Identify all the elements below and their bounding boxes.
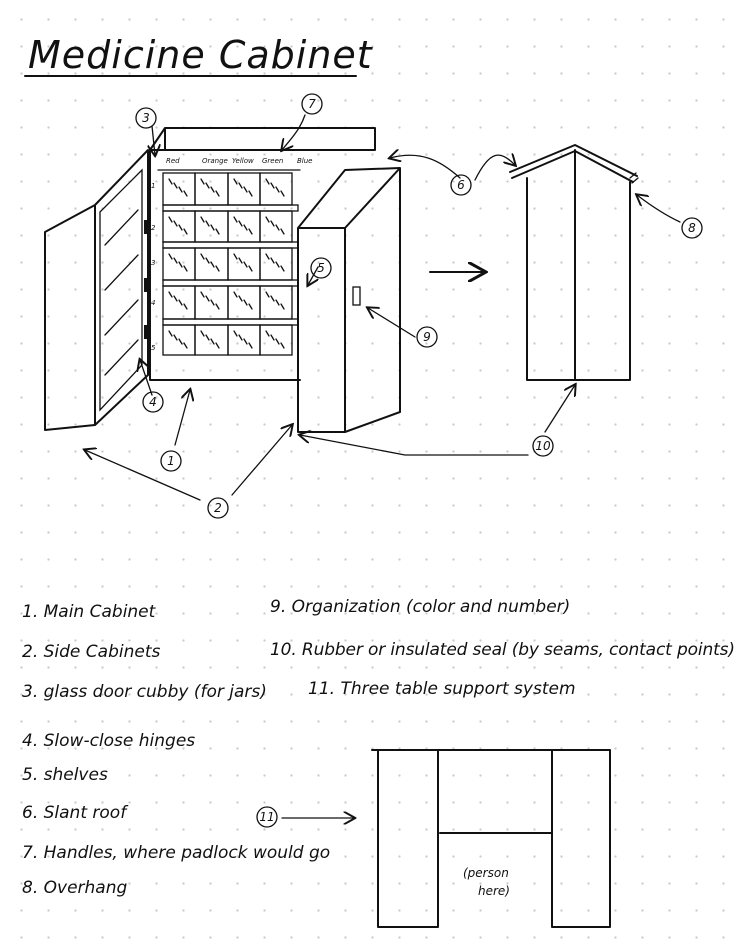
svg-text:8: 8 [688, 221, 696, 235]
svg-text:3: 3 [142, 111, 150, 125]
left-side-cabinet [44, 149, 151, 431]
color-label-yellow: Yellow [232, 157, 254, 165]
row-number: 2 [151, 224, 156, 232]
hinge [144, 325, 151, 339]
color-label-red: Red [166, 157, 180, 165]
glass-cubby [194, 285, 229, 320]
row-number: 3 [151, 259, 155, 267]
page-title: Medicine Cabinet [28, 33, 374, 77]
row-number: 4 [151, 299, 155, 307]
legend-item: 9. Organization (color and number) [270, 597, 570, 617]
legend: 1. Main Cabinet 2. Side Cabinets 3. glas… [22, 597, 735, 898]
callout-4: 4 [142, 391, 164, 413]
glass-cubby [259, 172, 293, 206]
shelf [162, 279, 299, 287]
hinge [144, 220, 151, 234]
callout-8: 8 [681, 217, 703, 239]
glass-cubby [162, 172, 196, 206]
callout-7: 7 [301, 93, 323, 115]
glass-cubby [227, 210, 261, 243]
right-side-cabinet [297, 167, 401, 433]
svg-text:6: 6 [457, 178, 465, 192]
svg-text:11: 11 [259, 810, 274, 824]
glass-cubby [259, 210, 293, 243]
callout-2: 2 [207, 497, 229, 519]
row-numbers: 1 2 3 4 5 [151, 182, 156, 352]
legend-item: 6. Slant roof [22, 803, 129, 823]
legend-item: 2. Side Cabinets [22, 642, 160, 662]
callout-9: 9 [416, 326, 438, 348]
svg-text:4: 4 [149, 395, 157, 409]
legend-item: 10. Rubber or insulated seal (by seams, … [270, 640, 735, 660]
glass-cubby [227, 247, 261, 281]
shelf [162, 241, 299, 249]
glass-cubby [227, 172, 261, 206]
svg-text:2: 2 [214, 501, 222, 515]
color-label-orange: Orange [202, 157, 228, 165]
glass-cubby [162, 247, 196, 281]
main-cabinet [149, 127, 376, 381]
legend-item: 1. Main Cabinet [22, 602, 157, 622]
svg-text:7: 7 [308, 97, 316, 111]
svg-text:9: 9 [423, 330, 431, 344]
row-number: 1 [151, 182, 155, 190]
legend-item: 5. shelves [22, 765, 108, 785]
shelf [162, 318, 299, 326]
callout-10: 10 [532, 435, 554, 457]
legend-item: 7. Handles, where padlock would go [22, 843, 330, 863]
row-number: 5 [151, 344, 156, 352]
shelf [162, 204, 299, 212]
glass-cubby [162, 285, 196, 320]
side-view-cabinet [509, 144, 639, 381]
svg-text:1: 1 [167, 454, 175, 468]
color-label-green: Green [262, 157, 283, 165]
glass-cubby [259, 247, 293, 281]
callout-5: 5 [310, 257, 332, 279]
legend-item: 8. Overhang [22, 878, 127, 898]
legend-item: 4. Slow-close hinges [22, 731, 195, 751]
glass-cubby [162, 210, 196, 243]
shelves [162, 172, 299, 356]
svg-text:10: 10 [535, 439, 551, 453]
callout-1: 1 [160, 450, 182, 472]
callout-11: 11 [256, 806, 278, 828]
glass-cubby [259, 324, 293, 356]
glass-cubby [259, 285, 293, 320]
color-labels: Red Orange Yellow Green Blue [166, 157, 313, 165]
callout-3: 3 [135, 107, 157, 129]
callout-6: 6 [450, 174, 472, 196]
hinge [144, 278, 151, 292]
handle [352, 286, 361, 306]
glass-cubby [227, 285, 261, 320]
color-label-blue: Blue [297, 157, 313, 165]
legend-item: 3. glass door cubby (for jars) [22, 682, 267, 702]
legend-item: 11. Three table support system [308, 679, 576, 699]
svg-text:5: 5 [317, 261, 325, 275]
